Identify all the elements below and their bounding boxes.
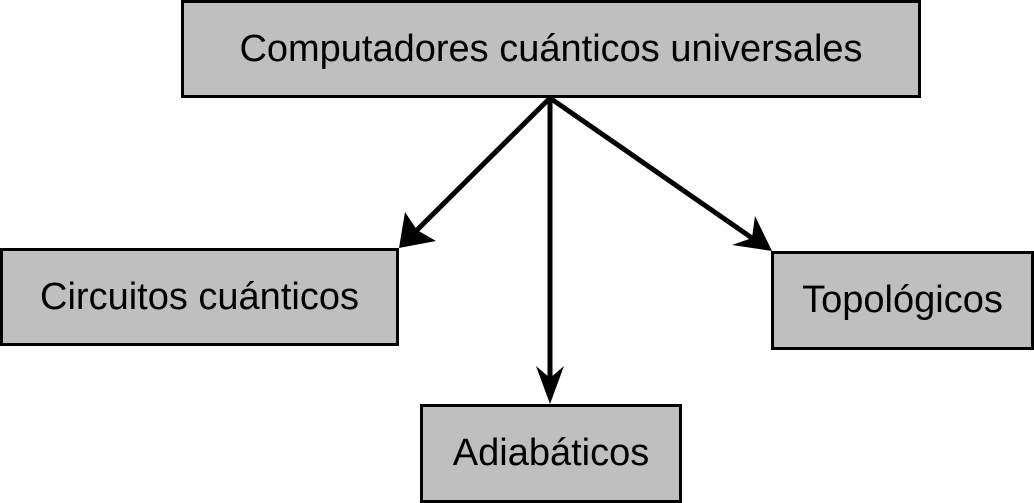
node-circuitos-cuanticos: Circuitos cuánticos [0, 248, 399, 346]
arrowhead-topologicos [732, 216, 772, 251]
node-topologicos-label: Topológicos [802, 279, 1003, 321]
arrowhead-circuitos [399, 212, 436, 248]
node-topologicos: Topológicos [771, 251, 1034, 350]
root-node: Computadores cuánticos universales [181, 0, 921, 98]
node-adiabaticos-label: Adiabáticos [452, 432, 650, 474]
edge-root-to-topologicos [548, 95, 772, 251]
node-adiabaticos: Adiabáticos [420, 404, 682, 503]
arrowhead-adiabaticos [536, 366, 564, 404]
edge-root-to-adiabaticos [536, 98, 564, 404]
edge-root-to-circuitos [399, 96, 552, 248]
root-node-label: Computadores cuánticos universales [239, 27, 863, 70]
node-circuitos-cuanticos-label: Circuitos cuánticos [40, 275, 359, 318]
